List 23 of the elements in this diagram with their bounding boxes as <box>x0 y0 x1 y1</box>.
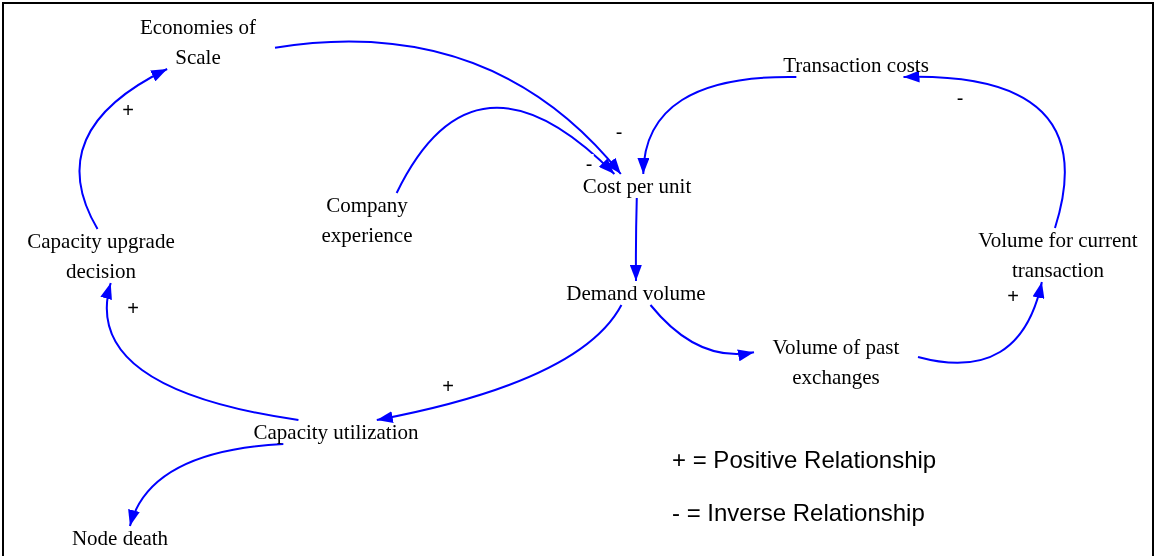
variable-label: Transaction costs <box>783 50 929 80</box>
variable-label: Capacity utilization <box>253 417 419 447</box>
variable-label: Company experience <box>307 190 427 250</box>
causal-arrow <box>375 304 623 423</box>
variable-label: Capacity upgrade decision <box>11 226 191 286</box>
variable-label: Volume of past exchanges <box>756 332 916 392</box>
causal-arrow <box>638 76 798 175</box>
causal-arrow <box>128 443 285 527</box>
causal-arrow <box>917 281 1044 364</box>
causal-arrow <box>629 197 642 282</box>
causal-arrow <box>395 107 616 194</box>
legend-note: + = Positive Relationship <box>672 446 937 474</box>
variable-label: Node death <box>71 523 169 553</box>
variable-label: Demand volume <box>566 278 706 308</box>
variable-label: Cost per unit <box>582 171 692 201</box>
variable-label: Economies of Scale <box>123 12 273 72</box>
variable-label: Volume for current transaction <box>960 225 1156 285</box>
causal-arrow <box>649 304 755 361</box>
causal-arrow <box>78 68 169 230</box>
causal-arrow <box>101 282 300 421</box>
legend-note: - = Inverse Relationship <box>672 499 925 527</box>
causal-arrow <box>902 71 1066 229</box>
causal-arrow <box>274 40 622 175</box>
